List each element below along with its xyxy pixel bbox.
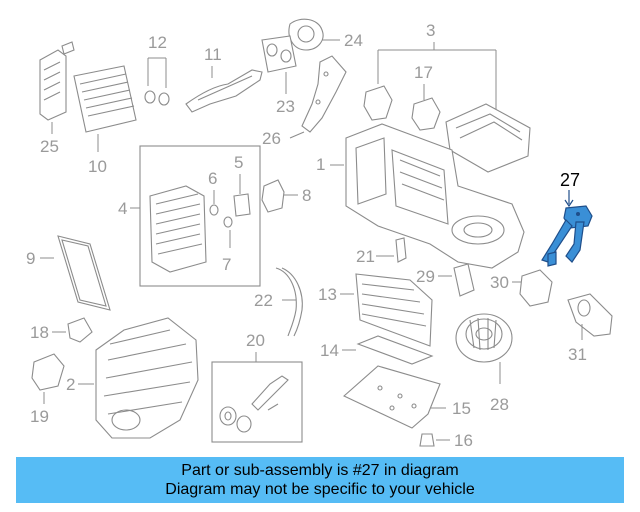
callout-3-leader: [377, 42, 497, 110]
callout-21: 21: [356, 247, 375, 266]
part-31-drawing: [567, 293, 613, 340]
part-8-drawing: [261, 179, 285, 213]
part-13-drawing: [355, 273, 433, 347]
callout-2: 2: [66, 375, 75, 394]
part-6-oring: [209, 204, 219, 216]
part-29-drawing: [453, 263, 475, 297]
part-4-evaporator: [149, 185, 207, 273]
part-10-drawing: [73, 65, 137, 152]
part-20-drawing: [219, 375, 289, 433]
part-3-actuators: [363, 84, 531, 173]
part-1-housing: [345, 123, 525, 269]
part-9-filter: [57, 235, 111, 311]
parts-diagram: 25 10 12 11 24 23 26 3: [26, 18, 613, 450]
part-12-drawing: [144, 57, 170, 106]
part-22-drawing: [275, 267, 303, 337]
callout-19: 19: [30, 407, 49, 426]
callout-23: 23: [276, 97, 295, 116]
part-27-highlighted-bracket: [541, 205, 593, 267]
callout-15: 15: [452, 399, 471, 418]
part-18-drawing: [67, 317, 93, 343]
part-14-drawing: [356, 335, 434, 365]
part-2-housing: [95, 317, 199, 439]
part-16-drawing: [419, 433, 435, 447]
callout-20: 20: [246, 331, 265, 350]
part-26-drawing: [289, 55, 347, 139]
part-7-oring: [223, 216, 233, 228]
callout-16: 16: [454, 431, 473, 450]
callout-7: 7: [222, 255, 231, 274]
banner-line-1: Part or sub-assembly is #27 in diagram: [181, 462, 459, 479]
part-5-valve: [233, 193, 251, 217]
part-23-drawing: [261, 35, 297, 94]
callout-24: 24: [344, 31, 363, 50]
part-4-group-box: [139, 145, 261, 287]
part-21-drawing: [395, 237, 407, 263]
banner-line-2: Diagram may not be specific to your vehi…: [165, 481, 475, 498]
callout-6: 6: [208, 169, 217, 188]
part-25-drawing: [39, 41, 75, 134]
callout-29: 29: [416, 267, 435, 286]
callout-14: 14: [320, 341, 339, 360]
callout-1: 1: [316, 155, 325, 174]
callout-3: 3: [426, 21, 435, 40]
callout-26: 26: [262, 129, 281, 148]
callout-10: 10: [88, 157, 107, 176]
callout-9: 9: [26, 249, 35, 268]
callout-31: 31: [568, 345, 587, 364]
callout-5: 5: [234, 153, 243, 172]
info-banner: Part or sub-assembly is #27 in diagram D…: [16, 457, 624, 503]
callout-8: 8: [302, 186, 311, 205]
part-24-drawing: [288, 18, 340, 51]
part-15-drawing: [343, 365, 446, 429]
callout-27: 27: [560, 170, 580, 190]
callout-25: 25: [40, 137, 59, 156]
callout-18: 18: [30, 323, 49, 342]
callout-12: 12: [148, 33, 167, 52]
part-28-drawing: [455, 313, 513, 384]
callout-11: 11: [204, 45, 222, 64]
callout-30: 30: [490, 273, 509, 292]
callout-4: 4: [118, 199, 127, 218]
callout-27-arrowhead: [564, 199, 574, 208]
callout-13: 13: [318, 285, 337, 304]
part-19-drawing: [31, 353, 65, 391]
part-30-drawing: [519, 269, 553, 307]
callout-22: 22: [254, 291, 273, 310]
part-11-drawing: [185, 66, 263, 113]
callout-28: 28: [490, 395, 509, 414]
callout-17: 17: [414, 63, 433, 82]
part-20-group-box: [211, 361, 303, 443]
